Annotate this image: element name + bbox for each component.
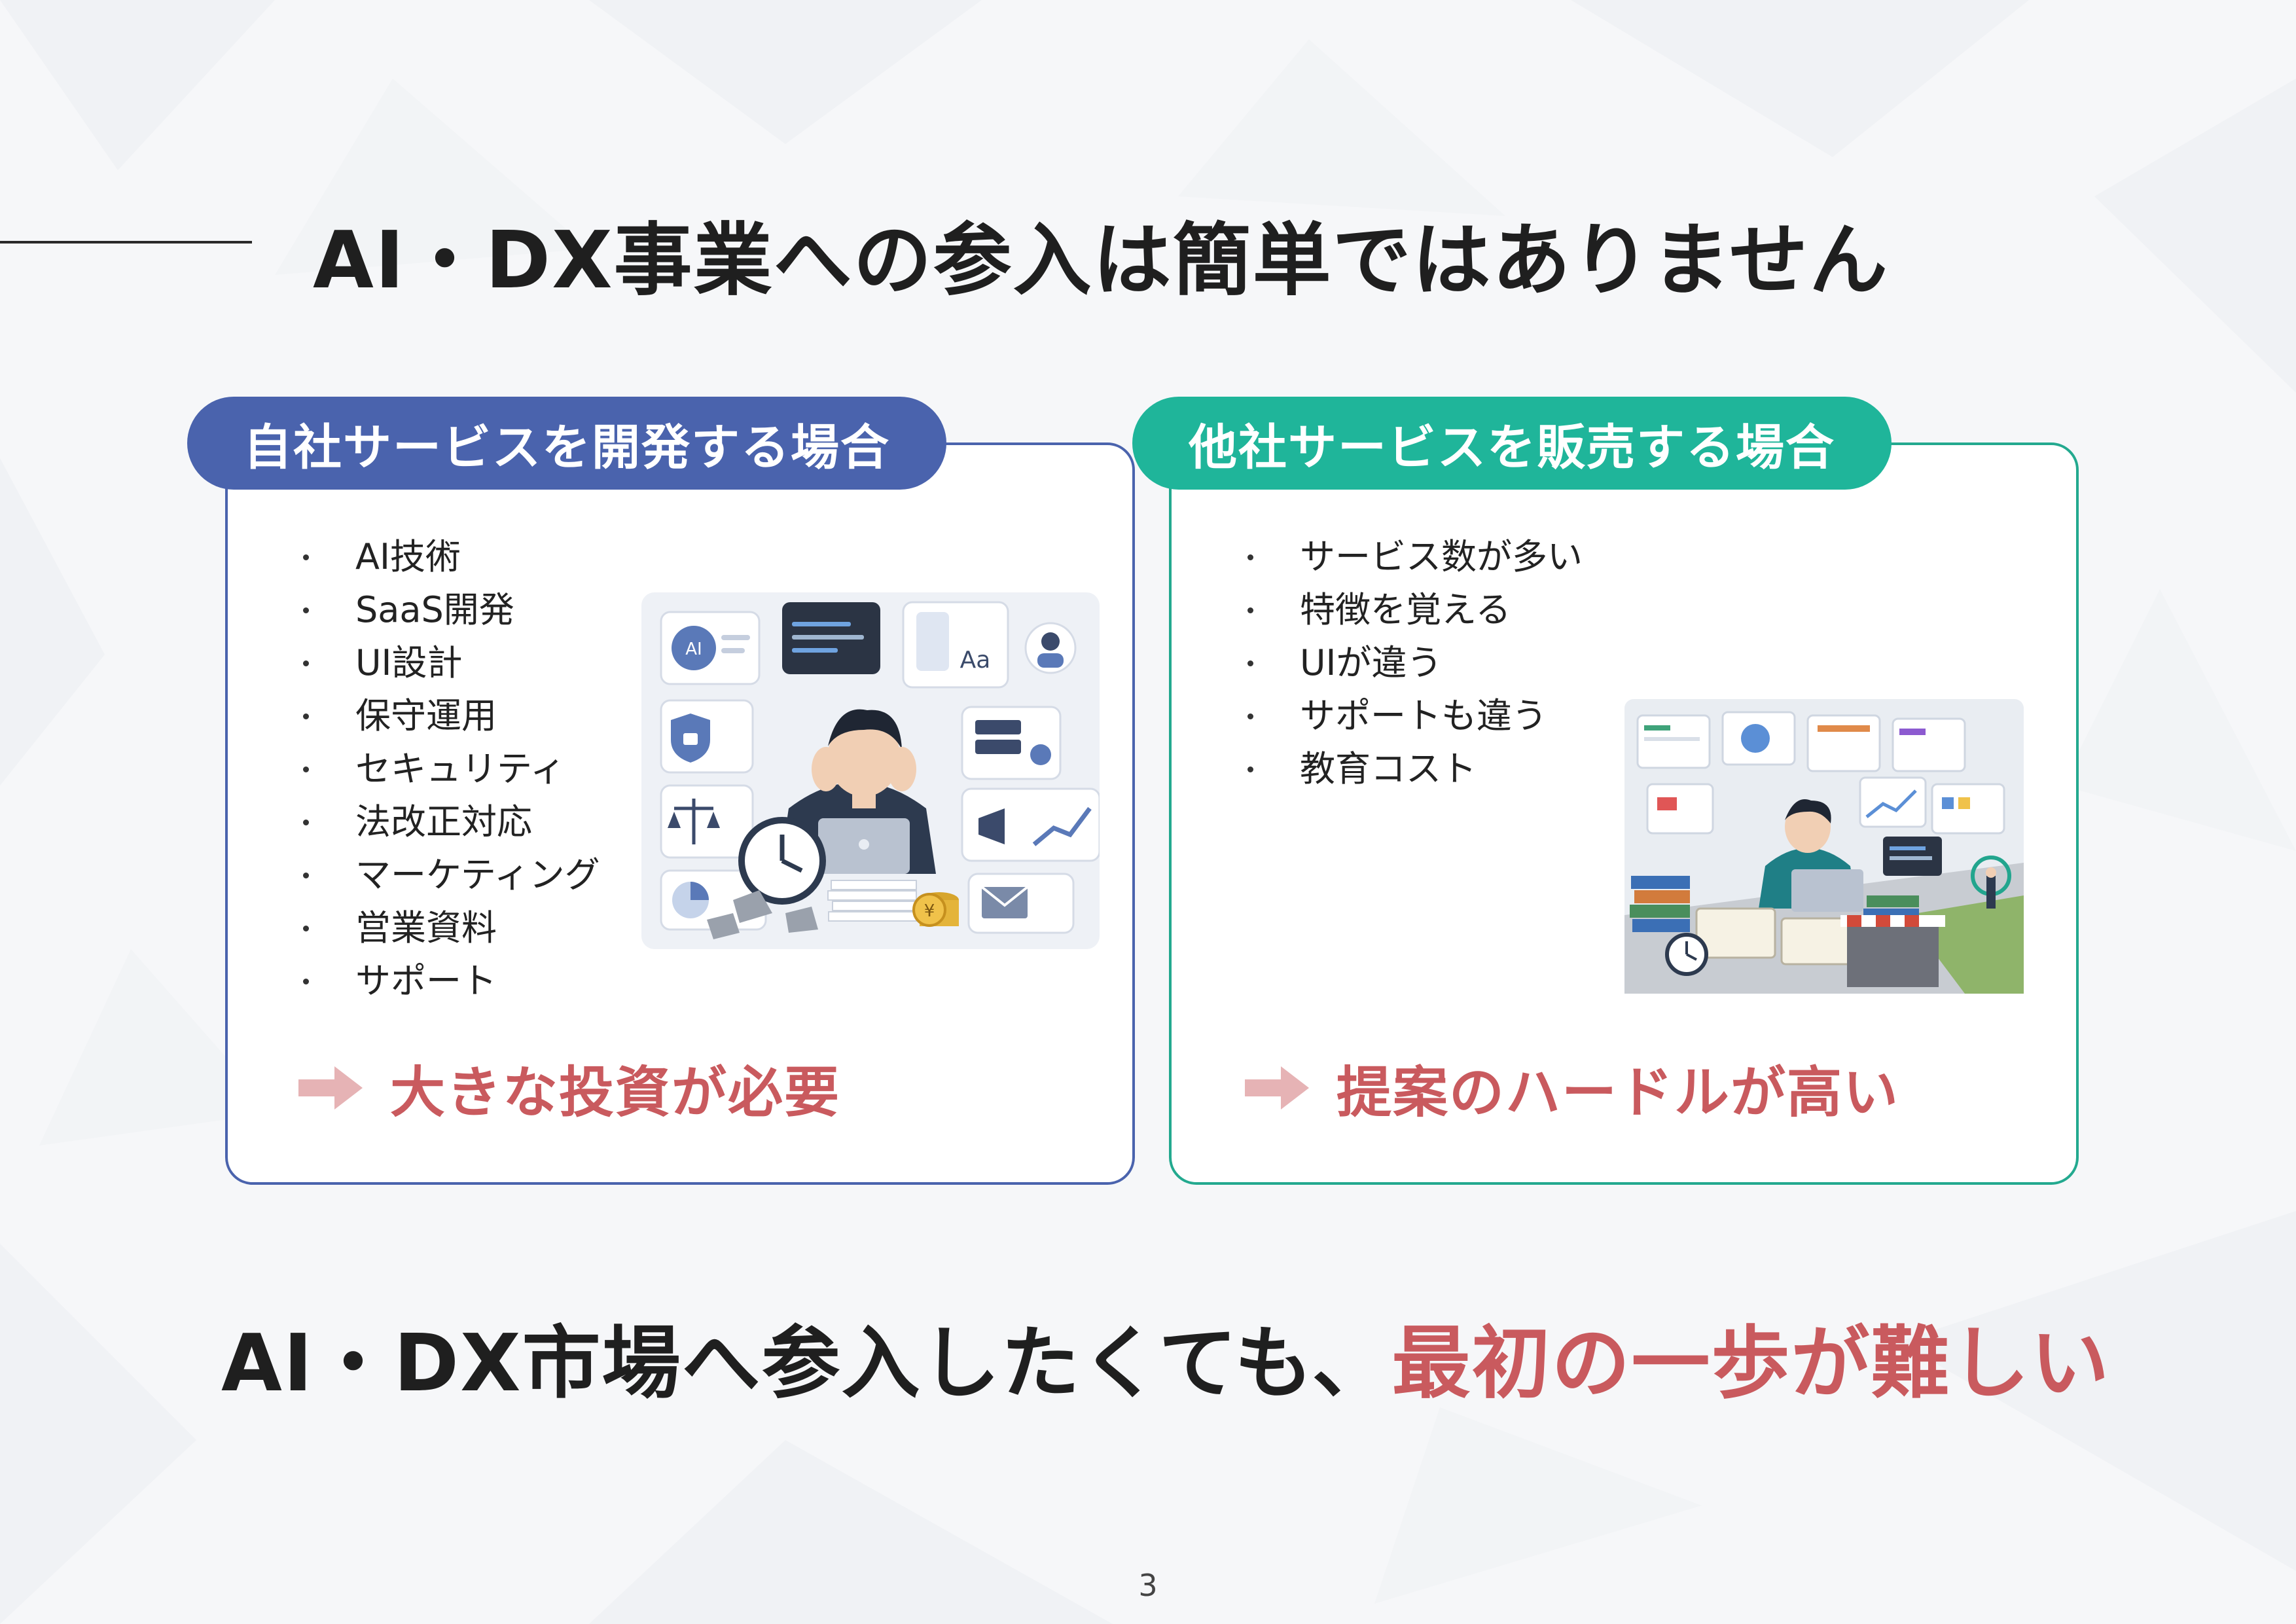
list-item: 教育コスト [1242,742,1583,795]
left-conclusion-text: 大きな投資が必要 [390,1060,841,1125]
open-binders [1695,907,1855,965]
svg-text:Aa: Aa [960,647,991,674]
list-item: 保守運用 [298,689,600,742]
bullet-icon [1247,767,1253,772]
bottom-statement-highlight: 最初の一歩が難しい [1391,1318,2111,1409]
shield-lock-icon [660,699,754,774]
list-item: サービス数が多い [1242,530,1583,583]
bullet-icon [303,607,309,613]
clock-icon [738,817,826,905]
arrow-right-icon [1245,1066,1309,1110]
stressed-developer-illustration: AI Aa [641,592,1100,949]
page-number: 3 [1138,1568,1158,1603]
list-item: セキュリティ [298,742,600,795]
scales-icon [660,784,754,859]
mobile-ui-icon: Aa [902,601,1009,689]
bullet-icon [303,554,309,560]
target-icon [1971,856,2011,909]
dashboard-icon [1636,711,2005,835]
bullet-icon [303,767,309,772]
paper-stack [827,880,917,922]
person-figure [1759,799,1863,912]
right-conclusion: 提案のハードルが高い [1245,1055,1899,1125]
megaphone-icon [961,787,1100,862]
mail-icon [967,873,1075,934]
svg-text:AI: AI [685,640,702,659]
barrier-icon [1840,915,1945,987]
overwhelmed-salesperson-illustration [1624,699,2024,994]
right-item-list: サービス数が多い 特徴を覚える UIが違う サポートも違う 教育コスト [1242,530,1583,795]
code-window-icon [782,602,880,674]
list-item: 法改正対応 [298,795,600,848]
server-icon [961,706,1062,780]
bullet-icon [303,979,309,984]
list-item: 営業資料 [298,901,600,954]
left-item-list: AI技術 SaaS開発 UI設計 保守運用 セキュリティ 法改正対応 マーケティ… [298,530,600,1007]
svg-text:¥: ¥ [924,901,935,921]
coins-icon: ¥ [912,892,959,927]
bullet-icon [303,713,309,719]
list-item: UI設計 [298,636,600,689]
bullet-icon [1247,713,1253,719]
clock-icon [1665,933,1708,976]
list-item: マーケティング [298,848,600,901]
list-item: AI技術 [298,530,600,583]
arrow-right-icon [298,1066,363,1110]
bottom-statement: AI・DX市場へ参入したくても、最初の一歩が難しい [221,1299,2110,1413]
rubble [707,890,818,939]
list-item: サポートも違う [1242,689,1583,742]
right-conclusion-text: 提案のハードルが高い [1336,1060,1900,1125]
left-panel-header: 自社サービスを開発する場合 [187,397,946,490]
bullet-icon [1247,607,1253,613]
bullet-icon [1247,660,1253,666]
list-item: サポート [298,954,600,1007]
list-item: SaaS開発 [298,583,600,636]
right-panel-header: 他社サービスを販売する場合 [1132,397,1892,490]
bullet-icon [303,873,309,878]
title-rule [0,241,252,244]
left-conclusion: 大きな投資が必要 [298,1055,840,1125]
brain-icon: AI [660,611,761,685]
page-title: AI・DX事業への参入は簡単ではありません [313,215,1890,306]
bullet-icon [303,926,309,931]
bullet-icon [1247,554,1253,560]
support-operator-icon [1024,622,1077,674]
bottom-statement-part1: AI・DX市場へ参入したくても、 [221,1318,1392,1409]
list-item: 特徴を覚える [1242,583,1583,636]
code-window-icon [1883,837,1942,876]
bullet-icon [303,660,309,666]
list-item: UIが違う [1242,636,1583,689]
bullet-icon [303,820,309,825]
